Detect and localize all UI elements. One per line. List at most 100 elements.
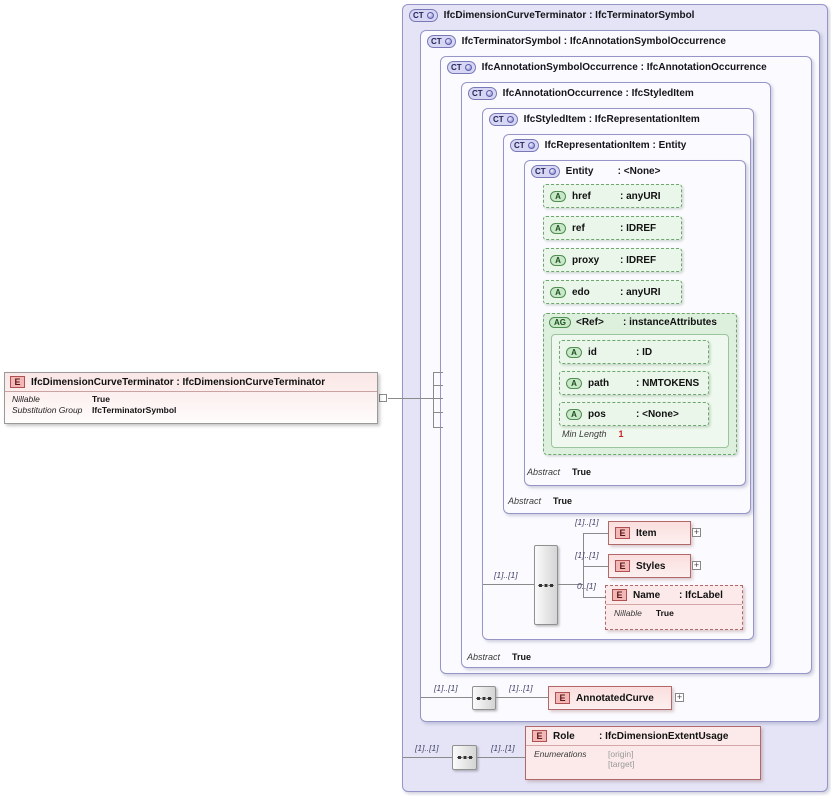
attribute-type: : anyURI (620, 286, 661, 298)
attribute-icon: A (550, 190, 566, 202)
complextype-badge-label: CT (514, 141, 525, 150)
attribute-proxy[interactable]: A proxy : IDREF (543, 248, 682, 272)
attribute-icon: A (550, 286, 566, 298)
enumeration-value: [target] (608, 759, 635, 769)
attribute-name: path (588, 377, 610, 389)
attributegroup-type: : instanceAttributes (623, 317, 717, 328)
complextype-badge-label: CT (451, 63, 462, 72)
attribute-ref[interactable]: A ref : IDREF (543, 216, 682, 240)
global-element-name: IfcDimensionCurveTerminator : IfcDimensi… (31, 376, 326, 388)
connector-line (433, 372, 434, 428)
element-box-name[interactable]: E Name : IfcLabel Nillable True (605, 585, 743, 630)
attributegroup-name: <Ref> (576, 317, 604, 328)
complextype-title: CT IfcTerminatorSymbol : IfcAnnotationSy… (421, 31, 819, 52)
element-name: Styles (636, 560, 666, 572)
complextype-icon: CT (447, 61, 476, 74)
element-icon: E (532, 730, 547, 742)
attribute-name: href (572, 190, 591, 202)
global-element-box[interactable]: E IfcDimensionCurveTerminator : IfcDimen… (4, 372, 378, 424)
derivation-icon (527, 142, 535, 149)
element-box-role[interactable]: E Role : IfcDimensionExtentUsage Enumera… (525, 726, 761, 780)
complextype-name: IfcAnnotationOccurrence : IfcStyledItem (502, 88, 694, 99)
connector-line (483, 584, 534, 585)
connector-line (558, 584, 583, 585)
complextype-name: IfcStyledItem : IfcRepresentationItem (523, 114, 700, 125)
connector-line (388, 398, 433, 399)
element-icon: E (612, 589, 627, 601)
complextype-badge-label: CT (472, 89, 483, 98)
element-box-item[interactable]: E Item (608, 521, 691, 545)
derivation-icon (485, 90, 493, 97)
element-icon: E (615, 527, 630, 539)
sequence-icon (476, 696, 492, 700)
connector-line (421, 697, 472, 698)
expand-annotatedcurve-button[interactable]: + (675, 692, 684, 702)
connection-handle[interactable] (379, 394, 387, 402)
attribute-type: : <None> (636, 408, 679, 420)
attribute-pos[interactable]: A pos : <None> (559, 402, 709, 426)
attribute-name: pos (588, 408, 606, 420)
derivation-icon (464, 64, 472, 71)
complextype-icon: CT (510, 139, 539, 152)
attribute-edo[interactable]: A edo : anyURI (543, 280, 682, 304)
complextype-base: : <None> (617, 166, 661, 177)
global-element-title: E IfcDimensionCurveTerminator : IfcDimen… (5, 373, 377, 392)
attribute-type: : IDREF (620, 222, 657, 234)
property-label: Nillable (12, 394, 40, 404)
attribute-href[interactable]: A href : anyURI (543, 184, 682, 208)
enumerations-label: Enumerations (534, 749, 587, 759)
sequence-compositor-terminatorsymbol[interactable] (472, 686, 496, 710)
enumerations-row: Enumerations [origin] [target] (526, 746, 760, 772)
sequence-compositor-dimensioncurveterminator[interactable] (452, 745, 477, 770)
global-element-properties: Nillable True Substitution Group IfcTerm… (5, 392, 377, 417)
cardinality-label: 0..[1] (577, 581, 596, 591)
connector-line (433, 398, 443, 399)
element-box-styles[interactable]: E Styles (608, 554, 691, 578)
complextype-badge-label: CT (431, 37, 442, 46)
element-name: Name (633, 589, 661, 601)
expand-item-button[interactable]: + (692, 527, 701, 537)
attribute-id[interactable]: A id : ID (559, 340, 709, 364)
complextype-badge-label: CT (493, 115, 504, 124)
connector-line (583, 566, 608, 567)
complextype-name: IfcRepresentationItem : Entity (544, 140, 687, 151)
complextype-name: Entity (565, 166, 594, 177)
derivation-icon (426, 12, 434, 19)
element-name: Role (553, 730, 575, 742)
connector-line (583, 533, 584, 598)
enumeration-values: [origin] [target] (608, 749, 634, 769)
connector-line (583, 533, 608, 534)
cardinality-label: [1]..[1] (575, 550, 599, 560)
attribute-path[interactable]: A path : NMTOKENS (559, 371, 709, 395)
property-label: Substitution Group (12, 405, 83, 415)
element-name: Item (636, 527, 657, 539)
attribute-type: : anyURI (620, 190, 661, 202)
element-title: E Name : IfcLabel (606, 586, 742, 605)
element-icon: E (10, 376, 25, 388)
facet-value: 1 (618, 429, 624, 439)
sequence-compositor-styleditem[interactable] (534, 545, 558, 625)
complextype-icon: CT (531, 165, 560, 178)
attribute-icon: A (566, 377, 582, 389)
derivation-icon (506, 116, 514, 123)
facet-label: Min Length (562, 429, 607, 439)
complextype-icon: CT (409, 9, 438, 22)
attribute-icon: A (550, 222, 566, 234)
complextype-title: CT IfcAnnotationOccurrence : IfcStyledIt… (462, 83, 770, 104)
expand-styles-button[interactable]: + (692, 560, 701, 570)
element-icon: E (555, 692, 570, 704)
property-value: True (92, 394, 110, 404)
minlength-facet: Min Length 1 (562, 429, 624, 439)
element-icon: E (615, 560, 630, 572)
complextype-title: CT IfcStyledItem : IfcRepresentationItem (483, 109, 753, 130)
enumeration-value: [origin] (608, 749, 634, 759)
complextype-icon: CT (468, 87, 497, 100)
cardinality-label: [1]..[1] (509, 683, 533, 693)
complextype-title: CT IfcAnnotationSymbolOccurrence : IfcAn… (441, 57, 811, 78)
attribute-type: : ID (636, 346, 653, 358)
element-box-annotatedcurve[interactable]: E AnnotatedCurve (548, 686, 672, 710)
connector-line (433, 385, 443, 386)
